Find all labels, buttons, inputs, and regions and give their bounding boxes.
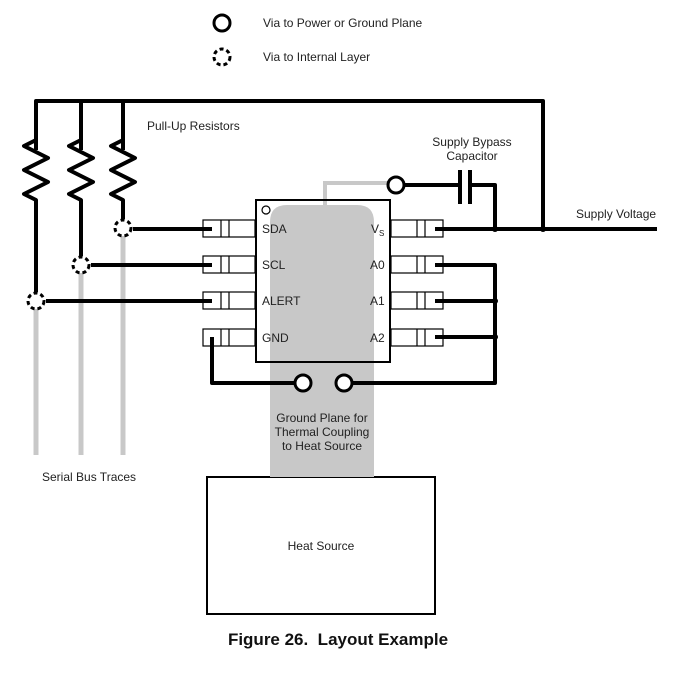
- bypass-capacitor-label-2: Capacitor: [446, 149, 497, 163]
- pin-label-a0: A0: [370, 258, 385, 272]
- ground-plane-label-1: Ground Plane for: [276, 411, 367, 425]
- pin-label-gnd: GND: [262, 331, 289, 345]
- gnd-trace: [210, 337, 294, 385]
- internal-via-legend-icon: [212, 47, 232, 67]
- supply-rail-top: [34, 99, 545, 229]
- gnd-power-via-icon: [293, 373, 313, 393]
- capacitor-junction-dot: [492, 226, 498, 232]
- vs-plane-trace: [323, 181, 390, 205]
- pin-label-alert: ALERT: [262, 294, 301, 308]
- pin-label-scl: SCL: [262, 258, 286, 272]
- ground-plane-label-2: Thermal Coupling: [275, 425, 370, 439]
- capacitor-right-lead: [472, 183, 497, 229]
- address-power-via-icon: [334, 373, 354, 393]
- supply-voltage-label: Supply Voltage: [576, 207, 656, 221]
- heat-source-label: Heat Source: [288, 539, 355, 553]
- pull-up-resistor-1: [22, 128, 50, 210]
- internal-via-legend-label: Via to Internal Layer: [263, 50, 370, 64]
- pull-up-resistor-2: [67, 128, 95, 210]
- scl-internal-via-icon: [71, 255, 91, 275]
- pin-label-a2: A2: [370, 331, 385, 345]
- address-ground-trace: [350, 263, 497, 385]
- right-pads: [390, 219, 444, 347]
- alert-internal-via-icon: [26, 291, 46, 311]
- heat-source-box: [206, 476, 436, 615]
- left-pads: [202, 219, 256, 347]
- ground-plane: [270, 205, 374, 477]
- serial-bus-traces-label: Serial Bus Traces: [42, 470, 136, 484]
- power-via-legend-label: Via to Power or Ground Plane: [263, 16, 423, 30]
- bypass-capacitor-label-1: Supply Bypass: [432, 135, 511, 149]
- pull-up-resistor-3: [109, 128, 137, 210]
- power-via-legend-icon: [212, 13, 232, 33]
- ground-plane-label-3: to Heat Source: [282, 439, 362, 453]
- bypass-power-via-icon: [386, 175, 406, 195]
- supply-junction-dot: [540, 226, 546, 232]
- sda-internal-via-icon: [113, 218, 133, 238]
- pin-label-vs: VS: [371, 222, 384, 238]
- pin-label-sda: SDA: [262, 222, 287, 236]
- pin-label-a1: A1: [370, 294, 385, 308]
- figure-caption: Figure 26. Layout Example: [228, 630, 448, 649]
- pin1-marker: [261, 205, 271, 215]
- chip-body: [255, 199, 391, 363]
- pull-up-resistors-label: Pull-Up Resistors: [147, 119, 240, 133]
